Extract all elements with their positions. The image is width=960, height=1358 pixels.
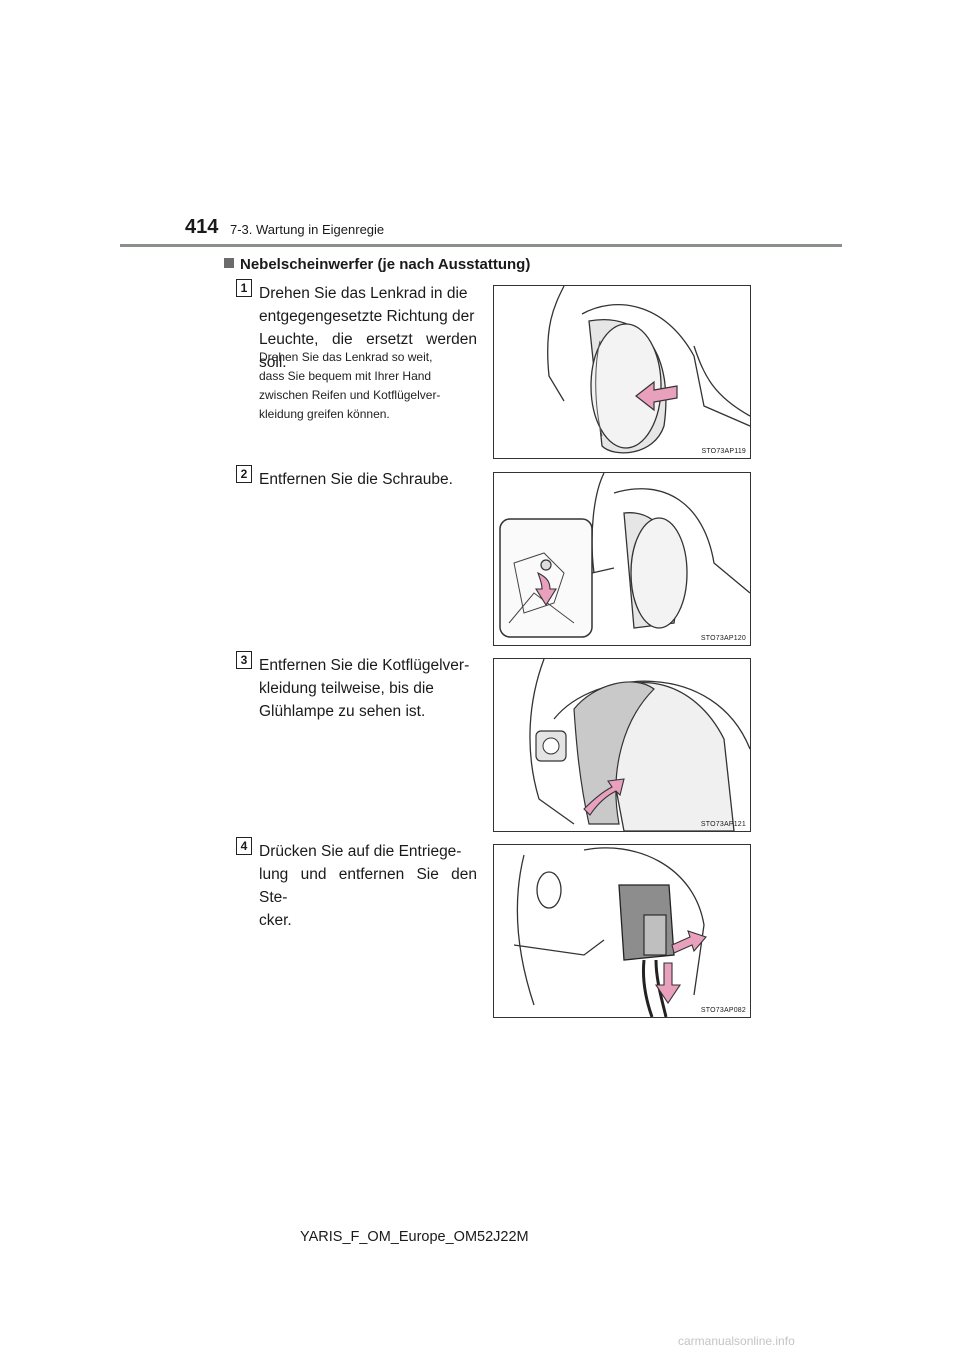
step-4-badge: 4 bbox=[236, 837, 252, 855]
figure-remove-screw: STO73AP120 bbox=[493, 472, 751, 646]
figure-code: STO73AP082 bbox=[700, 1007, 746, 1014]
topic-title: Nebelscheinwerfer (je nach Ausstattung) bbox=[240, 256, 531, 273]
figure-fender-liner: STO73AP121 bbox=[493, 658, 751, 832]
step-1-note-line: kleidung greifen können. bbox=[259, 407, 390, 421]
section-title: 7-3. Wartung in Eigenregie bbox=[230, 222, 385, 237]
step-1-note-line: Drehen Sie das Lenkrad so weit, bbox=[259, 350, 433, 364]
step-3-badge: 3 bbox=[236, 651, 252, 669]
step-3-line: Entfernen Sie die Kotflügelver- bbox=[259, 657, 470, 674]
step-1-badge: 1 bbox=[236, 279, 252, 297]
square-bullet-icon bbox=[224, 258, 234, 268]
turn-arrow-icon bbox=[635, 380, 678, 412]
step-3-line: kleidung teilweise, bis die bbox=[259, 680, 434, 697]
figure-code: STO73AP121 bbox=[700, 821, 746, 828]
curved-arrow-icon bbox=[583, 778, 625, 816]
step-1-line: Leuchte, die ersetzt werden soll. bbox=[259, 331, 477, 371]
step-2-line: Entfernen Sie die Schraube. bbox=[259, 471, 453, 488]
topic-heading: Nebelscheinwerfer (je nach Ausstattung) bbox=[224, 256, 530, 273]
fender-liner-illustration bbox=[529, 659, 750, 831]
step-1-note-line: zwischen Reifen und Kotflügelver- bbox=[259, 388, 441, 402]
screw-icon bbox=[540, 559, 552, 571]
step-4-line: cker. bbox=[259, 912, 292, 929]
step-4-line: Drücken Sie auf die Entriege- bbox=[259, 843, 462, 860]
header-divider bbox=[120, 244, 842, 247]
connector-illustration bbox=[513, 847, 707, 1017]
figure-code: STO73AP120 bbox=[700, 635, 746, 642]
step-1-note: Drehen Sie das Lenkrad so weit, dass Sie… bbox=[259, 348, 477, 424]
step-3-line: Glühlampe zu sehen ist. bbox=[259, 703, 426, 720]
release-arrow-icon bbox=[671, 930, 707, 954]
document-id: YARIS_F_OM_Europe_OM52J22M bbox=[300, 1229, 529, 1245]
down-arrow-icon bbox=[535, 571, 557, 607]
tire-turn-illustration bbox=[547, 286, 750, 454]
watermark: carmanualsonline.info bbox=[678, 1334, 795, 1348]
step-1-line: Drehen Sie das Lenkrad in die bbox=[259, 285, 468, 302]
step-2-badge: 2 bbox=[236, 465, 252, 483]
step-4-line: lung und entfernen Sie den Ste- bbox=[259, 866, 477, 906]
figure-connector: STO73AP082 bbox=[493, 844, 751, 1018]
figure-code: STO73AP119 bbox=[701, 448, 746, 455]
step-2-text: Entfernen Sie die Schraube. bbox=[259, 468, 477, 491]
step-3-text: Entfernen Sie die Kotflügelver- kleidung… bbox=[259, 654, 477, 723]
step-1-text: Drehen Sie das Lenkrad in die entgegenge… bbox=[259, 282, 477, 374]
step-4-text: Drücken Sie auf die Entriege- lung und e… bbox=[259, 840, 477, 932]
figure-steer-wheel: STO73AP119 bbox=[493, 285, 751, 459]
page-number: 414 bbox=[185, 216, 219, 238]
step-1-note-line: dass Sie bequem mit Ihrer Hand bbox=[259, 369, 432, 383]
pull-arrow-icon bbox=[654, 962, 682, 1004]
step-1-line: entgegengesetzte Richtung der bbox=[259, 308, 475, 325]
screw-removal-illustration bbox=[499, 473, 750, 638]
